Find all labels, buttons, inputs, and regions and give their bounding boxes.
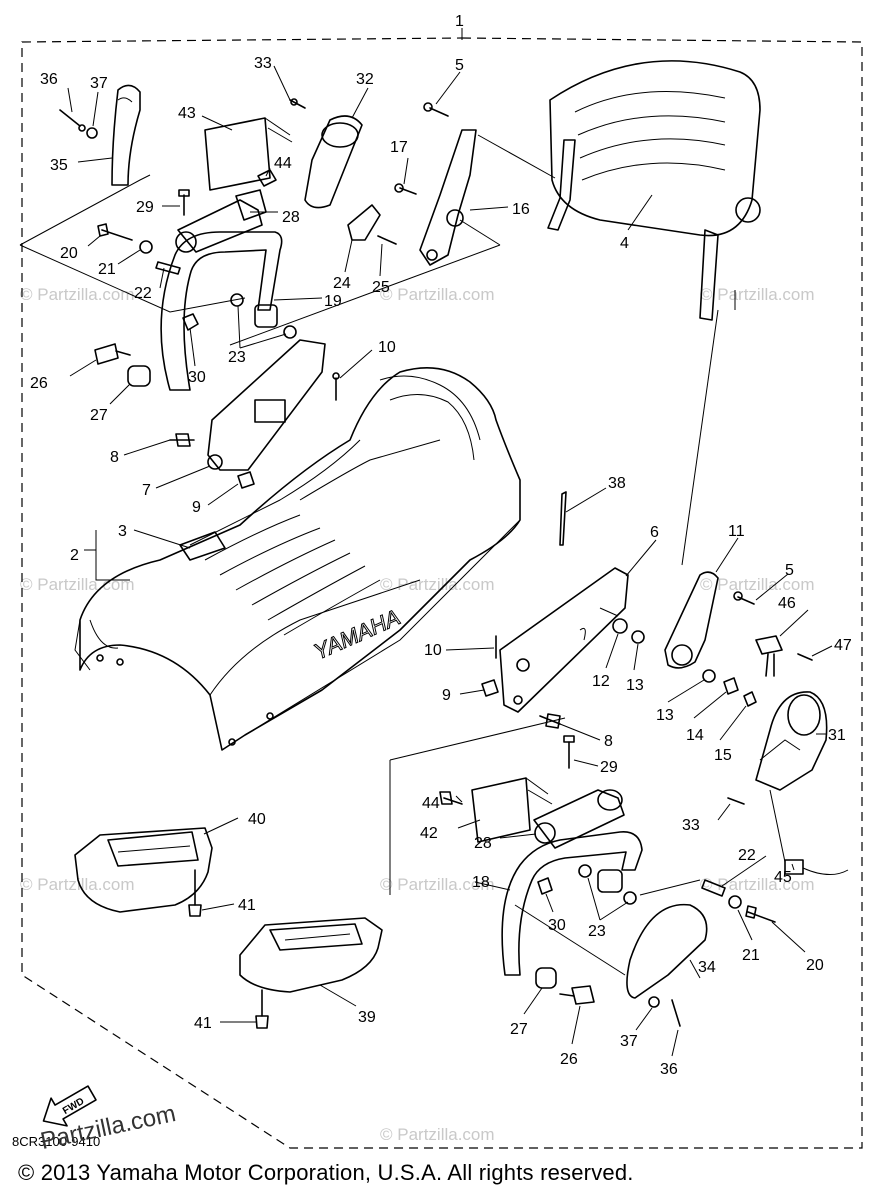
callout-label: 28 (474, 835, 492, 852)
callout-label: 5 (785, 562, 794, 579)
seat-brand-text: YAMAHA (310, 604, 404, 664)
callout-label: 46 (778, 595, 796, 612)
callout-label: 10 (378, 339, 396, 356)
callout-label: 21 (742, 947, 760, 964)
callout-label: 1 (455, 13, 464, 30)
callout-label: 35 (50, 157, 68, 174)
leader-lines (67, 65, 833, 1057)
callout-label: 9 (192, 499, 201, 516)
callout-labels: 1 2 3 4 5 5 6 7 8 8 9 9 10 10 11 12 13 1… (30, 13, 852, 1078)
callout-label: 30 (548, 917, 566, 934)
callout-label: 13 (626, 677, 644, 694)
watermark-layer: © Partzilla.com © Partzilla.com © Partzi… (20, 285, 815, 1144)
callout-label: 47 (834, 637, 852, 654)
watermark-text: © Partzilla.com (20, 575, 135, 594)
lower-grab-bar-assembly (389, 717, 776, 1027)
callout-label: 21 (98, 261, 116, 278)
callout-label: 23 (588, 923, 606, 940)
watermark-text: © Partzilla.com (380, 575, 495, 594)
callout-label: 33 (254, 55, 272, 72)
callout-label: 36 (40, 71, 58, 88)
callout-label: 26 (560, 1051, 578, 1068)
left-seat-bracket (169, 339, 340, 489)
callout-label: 3 (118, 523, 127, 540)
callout-label: 24 (333, 275, 351, 292)
callout-label: 31 (828, 727, 846, 744)
watermark-text: © Partzilla.com (380, 285, 495, 304)
watermark-text: © Partzilla.com (700, 875, 815, 894)
callout-label: 11 (728, 523, 745, 540)
callout-label: 17 (390, 139, 408, 156)
callout-label: 37 (90, 75, 108, 92)
callout-label: 41 (238, 897, 256, 914)
callout-label: 41 (194, 1015, 212, 1032)
watermark-text: © Partzilla.com (380, 875, 495, 894)
callout-label: 23 (228, 349, 246, 366)
callout-label: 5 (455, 57, 464, 74)
callout-label: 8 (604, 733, 613, 750)
cable-tie (559, 491, 567, 546)
callout-label: 22 (134, 285, 152, 302)
callout-label: 4 (620, 235, 629, 252)
copyright-notice: © 2013 Yamaha Motor Corporation, U.S.A. … (18, 1160, 634, 1185)
watermark-text: © Partzilla.com (20, 875, 135, 894)
callout-label: 26 (30, 375, 48, 392)
callout-label: 14 (686, 727, 704, 744)
callout-label: 18 (472, 874, 490, 891)
right-arm-and-lamp (664, 309, 849, 875)
callout-label: 30 (188, 369, 206, 386)
callout-label: 9 (442, 687, 451, 704)
callout-label: 13 (656, 707, 674, 724)
callout-label: 8 (110, 449, 119, 466)
callout-label: 16 (512, 201, 530, 218)
callout-label: 20 (60, 245, 78, 262)
callout-label: 15 (714, 747, 732, 764)
callout-label: 29 (600, 759, 618, 776)
callout-label: 44 (422, 795, 440, 812)
watermark-text: © Partzilla.com (380, 1125, 495, 1144)
callout-label: 7 (142, 482, 151, 499)
callout-label: 2 (70, 547, 79, 564)
callout-label: 32 (356, 71, 374, 88)
callout-label: 36 (660, 1061, 678, 1078)
right-seat-bracket (481, 567, 645, 729)
callout-label: 45 (774, 869, 792, 886)
watermark-text: © Partzilla.com (700, 285, 815, 304)
callout-label: 10 (424, 642, 442, 659)
callout-label: 22 (738, 847, 756, 864)
callout-label: 28 (282, 209, 300, 226)
seat: YAMAHA (74, 366, 521, 751)
callout-label: 19 (324, 293, 342, 310)
watermark-text: © Partzilla.com (20, 285, 135, 304)
callout-label: 39 (358, 1009, 376, 1026)
lower-covers (74, 827, 383, 1029)
callout-label: 29 (136, 199, 154, 216)
callout-label: 20 (806, 957, 824, 974)
upper-grab-bar-assembly (19, 84, 501, 391)
callout-label: 34 (698, 959, 716, 976)
callout-label: 27 (510, 1021, 528, 1038)
callout-label: 43 (178, 105, 196, 122)
watermark-text: © Partzilla.com (700, 575, 815, 594)
callout-label: 40 (248, 811, 266, 828)
callout-label: 38 (608, 475, 626, 492)
diagram-code: 8CR3100-9410 (12, 1134, 101, 1149)
assembly-boundary (21, 37, 863, 1149)
upper-backrest-assembly (347, 60, 761, 321)
callout-label: 27 (90, 407, 108, 424)
callout-label: 44 (274, 155, 292, 172)
callout-label: 33 (682, 817, 700, 834)
callout-label: 42 (420, 825, 438, 842)
callout-label: 12 (592, 673, 610, 690)
callout-label: 6 (650, 524, 659, 541)
callout-label: 25 (372, 279, 390, 296)
callout-label: 37 (620, 1033, 638, 1050)
